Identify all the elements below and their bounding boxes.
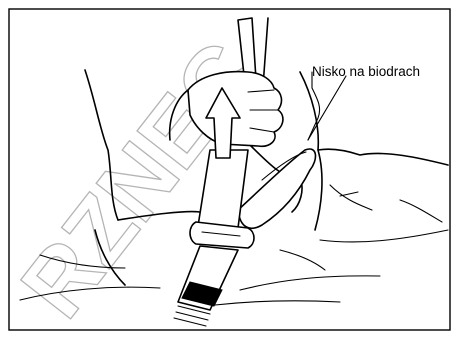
lap-belt [238,149,315,228]
callout-label: Nisko na biodrach [312,64,420,79]
seat-outline [300,72,448,242]
buckle [174,222,254,326]
